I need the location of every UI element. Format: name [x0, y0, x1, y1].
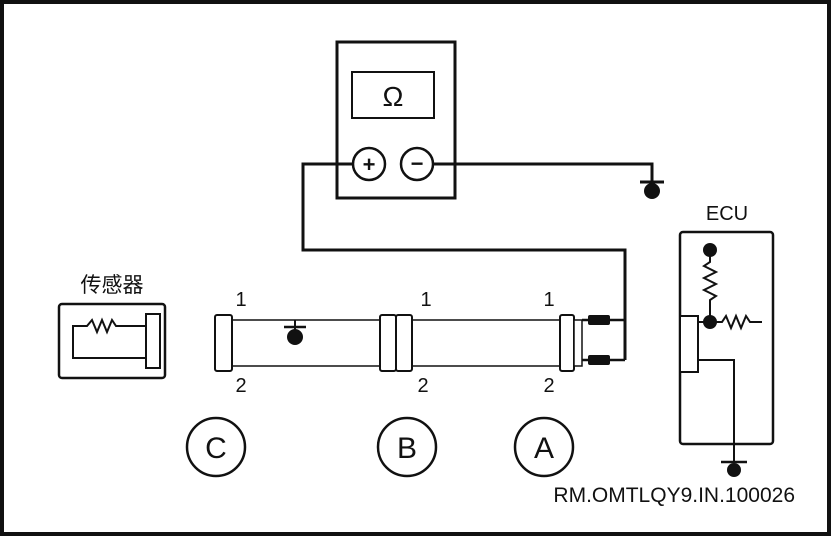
connector-c-pin-2: 2 — [235, 375, 246, 397]
label-c-circle — [185, 416, 247, 478]
negative-terminal-label: − — [411, 151, 424, 176]
sensor-label: 传感器 — [81, 273, 144, 297]
label-a-circle — [513, 416, 575, 478]
label-b: B — [397, 432, 417, 465]
sensor-connector — [145, 313, 161, 369]
connector-a-plug — [559, 314, 575, 372]
ohmmeter-body — [335, 40, 457, 200]
connector-b-pin-1: 1 — [420, 289, 431, 311]
sensor-body — [57, 302, 167, 380]
label-b-circle — [376, 416, 438, 478]
label-a: A — [534, 432, 554, 465]
reference-code: RM.OMTLQY9.IN.100026 — [553, 484, 795, 507]
connector-b-plug-left — [379, 314, 397, 372]
ohmmeter: Ω + − — [335, 40, 457, 200]
sensor-resistor — [72, 317, 146, 359]
ohmmeter-display — [351, 71, 435, 119]
connector-b-pin-2: 2 — [417, 375, 428, 397]
ecu-connector — [679, 315, 699, 373]
negative-lead — [433, 162, 664, 199]
connector-c-plug — [214, 314, 233, 372]
ecu-label: ECU — [706, 203, 748, 225]
ecu-pullup-resistor — [701, 250, 719, 322]
sensor: 传感器 — [57, 273, 167, 380]
connector-labels: C B A — [185, 416, 575, 478]
positive-terminal-label: + — [363, 152, 376, 177]
connector-a-pin-1: 1 — [543, 289, 554, 311]
ohm-symbol: Ω — [383, 81, 404, 112]
harness-ground — [284, 320, 306, 345]
label-c: C — [205, 432, 227, 465]
connector-a-pin-2: 2 — [543, 375, 554, 397]
connector-c-pin-1: 1 — [235, 289, 246, 311]
ecu: ECU — [678, 203, 775, 477]
ecu-signal-resistor — [710, 313, 762, 331]
connector-b-plug-right — [395, 314, 413, 372]
connector-a-probes — [582, 315, 625, 365]
positive-lead — [301, 162, 627, 360]
harness: 1 2 1 2 1 2 — [214, 289, 625, 397]
